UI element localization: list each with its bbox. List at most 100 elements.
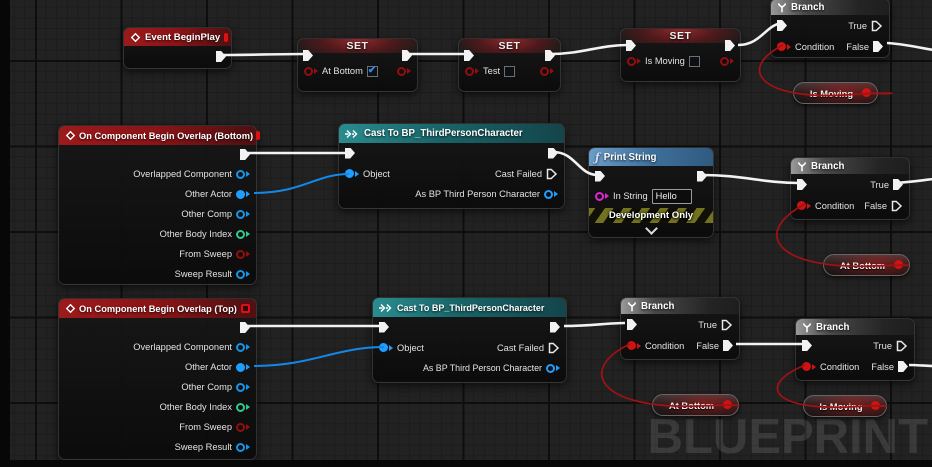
component-pin[interactable]: [236, 342, 250, 352]
exec-in-pin[interactable]: [797, 179, 807, 190]
exec-in-pin[interactable]: [627, 319, 637, 330]
other-actor-pin[interactable]: [236, 362, 250, 372]
node-branch-3[interactable]: Branch True Condition False: [620, 297, 740, 360]
node-title: Branch: [641, 300, 675, 312]
variable-get-is-moving-bottom[interactable]: Is Moving: [803, 395, 887, 417]
as-character-pin[interactable]: [544, 189, 558, 199]
bool-out-pin[interactable]: [720, 56, 734, 66]
node-branch-2[interactable]: Branch True Condition False: [790, 157, 910, 220]
other-actor-pin[interactable]: [236, 189, 250, 199]
node-overlap-bottom[interactable]: On Component Begin Overlap (Bottom) Over…: [58, 125, 261, 285]
from-sweep-pin[interactable]: [236, 249, 250, 259]
other-comp-pin[interactable]: [236, 382, 250, 392]
exec-out-pin[interactable]: [725, 40, 735, 51]
bool-value-checkbox[interactable]: [688, 55, 700, 67]
sweep-result-pin[interactable]: [236, 269, 250, 279]
in-string-pin[interactable]: [595, 191, 609, 201]
exec-false-pin[interactable]: [898, 361, 908, 372]
exec-in-pin[interactable]: [303, 50, 313, 61]
exec-out-pin[interactable]: [545, 50, 555, 61]
cast-failed-pin[interactable]: [548, 342, 560, 354]
body-index-pin[interactable]: [236, 229, 250, 239]
branch-icon: [797, 161, 807, 171]
bool-out-pin[interactable]: [862, 88, 871, 97]
condition-pin[interactable]: [777, 42, 791, 51]
exec-in-pin[interactable]: [345, 147, 355, 159]
variable-label: Is Moving: [645, 56, 685, 66]
bool-value-checkbox[interactable]: [366, 65, 378, 77]
bool-out-pin[interactable]: [871, 401, 880, 410]
bool-in-pin[interactable]: [627, 56, 641, 66]
event-diamond-icon: [65, 130, 76, 141]
bool-in-pin[interactable]: [304, 66, 318, 76]
in-string-input[interactable]: [651, 188, 692, 204]
object-pin[interactable]: [379, 343, 393, 352]
exec-in-pin[interactable]: [379, 321, 389, 333]
exec-in-pin[interactable]: [802, 340, 812, 351]
node-print-string[interactable]: ƒ Print String In String Development Onl…: [588, 147, 714, 238]
exec-out-pin[interactable]: [240, 322, 250, 333]
node-title: On Component Begin Overlap (Bottom): [79, 130, 254, 141]
wire-branch1-false-out: [886, 41, 932, 52]
branch-icon: [627, 301, 637, 311]
exec-in-pin[interactable]: [626, 40, 636, 51]
condition-pin[interactable]: [802, 362, 816, 371]
wire-cast2-to-branch3: [563, 321, 626, 328]
exec-true-pin[interactable]: [896, 340, 908, 352]
exec-false-pin[interactable]: [723, 340, 733, 351]
node-cast-2[interactable]: Cast To BP_ThirdPersonCharacter Object C…: [372, 297, 567, 383]
node-set-test[interactable]: SET Test: [458, 38, 561, 92]
exec-out-pin[interactable]: [216, 51, 226, 62]
exec-in-pin[interactable]: [595, 170, 605, 182]
as-character-pin[interactable]: [546, 363, 560, 373]
chevron-down-icon[interactable]: [644, 222, 658, 235]
bool-in-pin[interactable]: [465, 66, 479, 76]
exec-false-pin[interactable]: [891, 200, 903, 212]
bool-out-pin[interactable]: [540, 66, 554, 76]
node-title: Branch: [816, 321, 850, 333]
variable-get-at-bottom-bottom[interactable]: At Bottom: [652, 394, 739, 416]
condition-pin[interactable]: [627, 341, 641, 350]
body-index-pin[interactable]: [236, 402, 250, 412]
wire-beginplay-to-set1: [220, 52, 306, 57]
node-title: Event BeginPlay: [145, 31, 221, 43]
bool-value-checkbox[interactable]: [504, 65, 516, 77]
exec-out-pin[interactable]: [697, 170, 707, 182]
exec-true-pin[interactable]: [721, 319, 733, 331]
node-branch-1[interactable]: Branch True Condition False: [770, 0, 890, 58]
set-title: SET: [621, 29, 740, 43]
node-branch-4[interactable]: Branch True Condition False: [795, 318, 915, 381]
node-cast-1[interactable]: Cast To BP_ThirdPersonCharacter Object C…: [338, 123, 565, 209]
node-overlap-top[interactable]: On Component Begin Overlap (Top) Overlap…: [58, 298, 257, 460]
cast-failed-pin[interactable]: [546, 168, 558, 180]
bool-out-pin[interactable]: [397, 66, 411, 76]
wire-otheractor-to-object-1: [253, 173, 350, 194]
other-comp-pin[interactable]: [236, 209, 250, 219]
exec-in-pin[interactable]: [777, 20, 787, 31]
node-set-is-moving[interactable]: SET Is Moving: [620, 28, 741, 82]
exec-out-pin[interactable]: [550, 321, 560, 333]
node-title: On Component Begin Overlap (Top): [79, 303, 237, 314]
bool-out-pin[interactable]: [894, 260, 903, 269]
exec-true-pin[interactable]: [871, 20, 883, 32]
set-title: SET: [298, 39, 417, 53]
sweep-result-pin[interactable]: [236, 442, 250, 452]
red-square-icon: [256, 131, 261, 140]
exec-out-pin[interactable]: [402, 50, 412, 61]
condition-pin[interactable]: [797, 201, 811, 210]
cast-icon: [379, 303, 392, 312]
exec-in-pin[interactable]: [464, 50, 474, 61]
object-pin[interactable]: [345, 169, 359, 178]
bool-out-pin[interactable]: [723, 400, 732, 409]
node-event-beginplay[interactable]: Event BeginPlay: [123, 27, 232, 69]
exec-out-pin[interactable]: [240, 149, 250, 160]
exec-false-pin[interactable]: [873, 41, 883, 52]
from-sweep-pin[interactable]: [236, 422, 250, 432]
variable-get-is-moving-top[interactable]: Is Moving: [793, 82, 878, 104]
variable-get-at-bottom-mid[interactable]: At Bottom: [823, 254, 910, 276]
component-pin[interactable]: [236, 169, 250, 179]
node-set-at-bottom[interactable]: SET At Bottom: [297, 38, 418, 92]
exec-out-pin[interactable]: [548, 147, 558, 159]
exec-true-pin[interactable]: [893, 179, 903, 190]
